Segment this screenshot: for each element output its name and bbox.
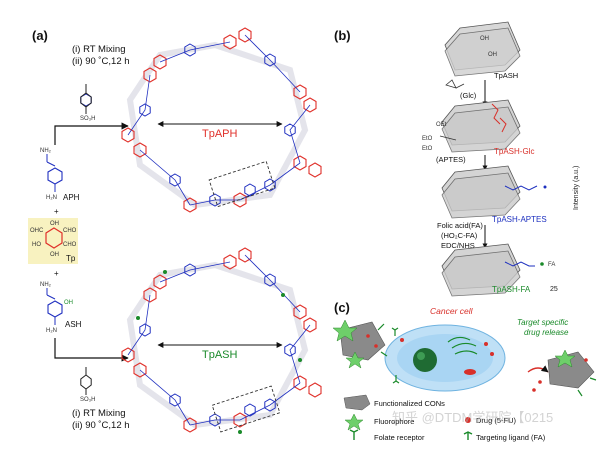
- aph-monomer: NH₂ H₂N APH: [40, 148, 80, 202]
- aph-h2n-label: H₂N: [46, 195, 57, 201]
- legend-fluorophore-swatch: [344, 413, 364, 431]
- tp-group-top: OH: [50, 221, 59, 227]
- tp-label: Tp: [66, 254, 76, 263]
- top-condition-1: (i) RT Mixing: [72, 44, 126, 55]
- ash-label: ASH: [65, 320, 82, 329]
- panel-c-legend: Functionalized CONs Fluorophore Folate r…: [343, 394, 546, 442]
- ash-nh2-label: NH₂: [40, 282, 52, 288]
- panel-label-c: (c): [334, 300, 350, 315]
- tp-group-lower-right: CHO: [63, 242, 77, 248]
- tpash-framework: [121, 247, 322, 434]
- tpash-label: TpASH: [202, 349, 238, 361]
- tpash-glc-stack: [441, 99, 521, 153]
- legend-fluorophore: Fluorophore: [374, 417, 414, 426]
- axis-tick-25: 25: [550, 286, 558, 293]
- con-particle-left: [332, 319, 388, 369]
- panel-label-b: (b): [334, 28, 351, 43]
- fa-step-3: EDC/NHS: [441, 241, 475, 250]
- aph-label: APH: [63, 193, 80, 202]
- legend-cons: Functionalized CONs: [374, 399, 445, 408]
- bottom-condition-1: (i) RT Mixing: [72, 408, 126, 419]
- target-line-2: drug release: [524, 328, 569, 337]
- tp-monomer-box: OH CHO OHC HO CHO OH Tp: [28, 218, 78, 264]
- folate-receptor-marker-2: [392, 375, 400, 384]
- tpash-oh-1: OH: [480, 36, 489, 42]
- tp-group-upper-right: CHO: [63, 228, 77, 234]
- glycidol-reagent: [445, 79, 465, 89]
- plus-sign-1: +: [54, 207, 59, 216]
- tpash-aptes-stack: [441, 165, 547, 219]
- tp-group-upper-left: OHC: [30, 228, 44, 234]
- tpaph-label: TpAPH: [202, 128, 238, 140]
- tpash-glc-label: TpASH-Glc: [494, 147, 534, 156]
- plus-sign-2: +: [54, 269, 59, 278]
- aptes-eto-1: EtO: [422, 136, 433, 142]
- bottom-reaction-arrow: [54, 338, 129, 362]
- fa-step-1: Folic acid(FA): [437, 221, 483, 230]
- legend-ligand-swatch: [463, 431, 473, 440]
- fa-tag: FA: [548, 262, 555, 268]
- ptsa-catalyst-bottom: SO₃H: [80, 367, 95, 403]
- tpaph-framework: [121, 27, 322, 213]
- fa-step-2: (HO₂C-FA): [441, 231, 478, 240]
- tpash-step-label: TpASH: [494, 71, 518, 80]
- cancer-cell-label: Cancer cell: [430, 306, 474, 316]
- legend-folate-swatch: [349, 429, 359, 440]
- tpash-fa-stack: [441, 243, 544, 297]
- intensity-axis-label: Intensity (a.u.): [573, 166, 580, 210]
- aph-nh2-label: NH₂: [40, 148, 52, 154]
- ash-monomer: NH₂ OH H₂N ASH: [40, 282, 82, 334]
- watermark: 知乎 @DTDM学研院【0215: [392, 410, 553, 425]
- glc-label: (Glc): [460, 91, 477, 100]
- legend-ligand: Targeting ligand (FA): [476, 433, 546, 442]
- aptes-oet: OEt: [436, 122, 447, 128]
- ptsa-bottom-label: SO₃H: [80, 397, 95, 403]
- tpash-oh-2: OH: [488, 52, 497, 58]
- tpash-fa-label: TpASH-FA: [492, 285, 531, 294]
- tp-group-lower-left: HO: [32, 242, 41, 248]
- bottom-condition-2: (ii) 90 ˚C,12 h: [72, 420, 130, 431]
- ptsa-catalyst-top: SO₃H: [80, 84, 95, 122]
- legend-cons-swatch: [343, 394, 371, 411]
- legend-folate: Folate receptor: [374, 433, 425, 442]
- tpash-aptes-label: TpASH-APTES: [492, 215, 547, 224]
- folate-receptor-marker-1: [391, 327, 399, 336]
- ptsa-top-label: SO₃H: [80, 116, 95, 122]
- cancer-cell: [384, 324, 506, 392]
- panel-label-a: (a): [32, 28, 48, 43]
- top-condition-2: (ii) 90 ˚C,12 h: [72, 56, 130, 67]
- tp-group-bottom: OH: [50, 252, 59, 258]
- legend-drug-swatch: [465, 417, 471, 423]
- aptes-label: (APTES): [436, 155, 466, 164]
- tpash-layer-stack: OH OH: [444, 21, 521, 77]
- con-particle-right: [527, 349, 597, 397]
- legend-drug: Drug (5-FU): [476, 416, 517, 425]
- aptes-eto-2: EtO: [422, 146, 433, 152]
- target-line-1: Target specific: [517, 318, 568, 327]
- ash-oh-label: OH: [64, 300, 73, 306]
- ash-h2n-label: H₂N: [46, 328, 57, 334]
- top-reaction-arrow: [54, 122, 129, 145]
